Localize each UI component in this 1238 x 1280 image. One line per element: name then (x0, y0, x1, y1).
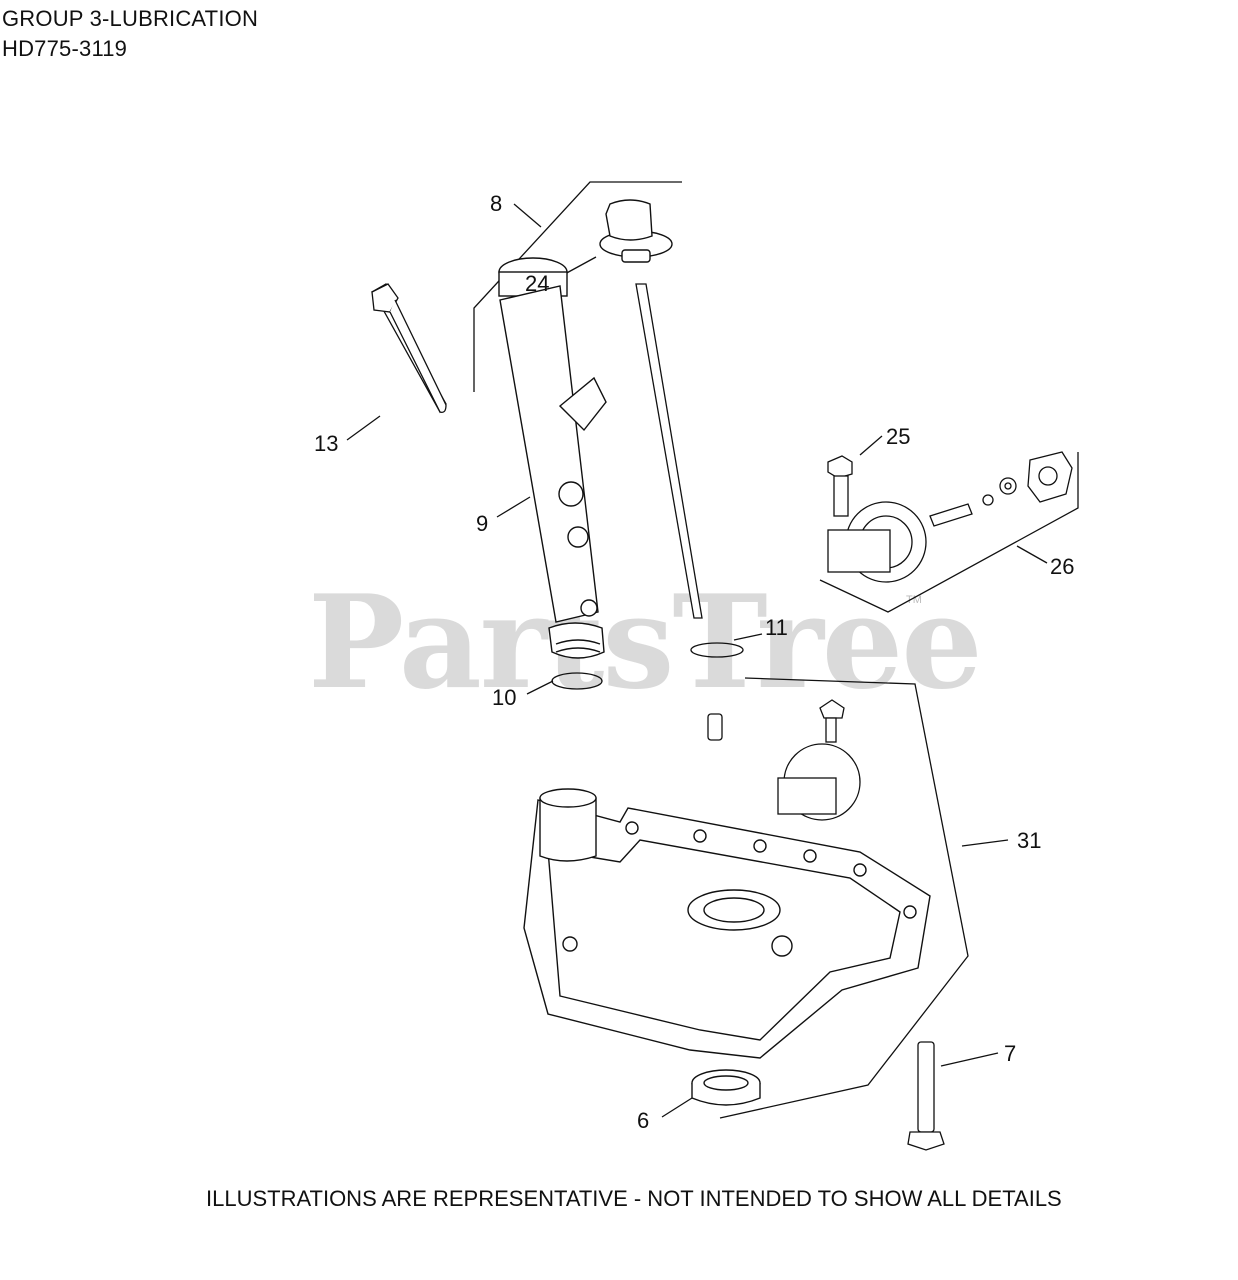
callout-6: 6 (637, 1108, 650, 1133)
callout-9: 9 (476, 511, 489, 536)
o-ring-11-part (690, 642, 744, 658)
dipstick-cap-part (599, 199, 673, 263)
dipstick-rod-part (635, 283, 703, 619)
leader-25 (859, 435, 883, 456)
closure-internal-parts (707, 699, 861, 821)
leader-8 (513, 203, 542, 228)
bracket-8 (473, 181, 682, 392)
bracket-31 (719, 677, 969, 1119)
leader-11 (733, 633, 763, 641)
bolt-13-part (371, 283, 447, 414)
leader-26 (1016, 545, 1048, 564)
governor-assembly-part (827, 451, 1073, 583)
callout-24: 24 (525, 271, 550, 296)
callout-7: 7 (1004, 1041, 1017, 1066)
model-number: HD775-3119 (2, 36, 128, 61)
callout-25: 25 (886, 424, 911, 449)
bolt-7-part (907, 1041, 945, 1151)
leader-10 (526, 680, 554, 695)
callout-13: 13 (314, 431, 339, 456)
callout-31: 31 (1017, 828, 1042, 853)
callout-26: 26 (1050, 554, 1075, 579)
watermark: PartsTree (308, 568, 983, 718)
leader-7 (940, 1052, 999, 1067)
leader-6 (661, 1097, 693, 1118)
o-ring-10-part (551, 672, 603, 690)
leader-31 (961, 839, 1009, 847)
leader-13 (346, 415, 381, 441)
closure-plate-part (523, 788, 931, 1059)
bracket-26 (819, 452, 1079, 613)
leader-24 (562, 256, 597, 276)
trademark-mark: TM (906, 594, 922, 606)
oil-fill-tube-part (498, 257, 607, 659)
disclaimer-footer: ILLUSTRATIONS ARE REPRESENTATIVE - NOT I… (206, 1186, 1062, 1211)
callout-8: 8 (490, 191, 503, 216)
group-title: GROUP 3-LUBRICATION (2, 6, 259, 31)
callout-11: 11 (765, 615, 788, 640)
oil-seal-6-part (691, 1069, 761, 1106)
leader-9 (496, 496, 531, 518)
callout-10: 10 (492, 685, 517, 710)
